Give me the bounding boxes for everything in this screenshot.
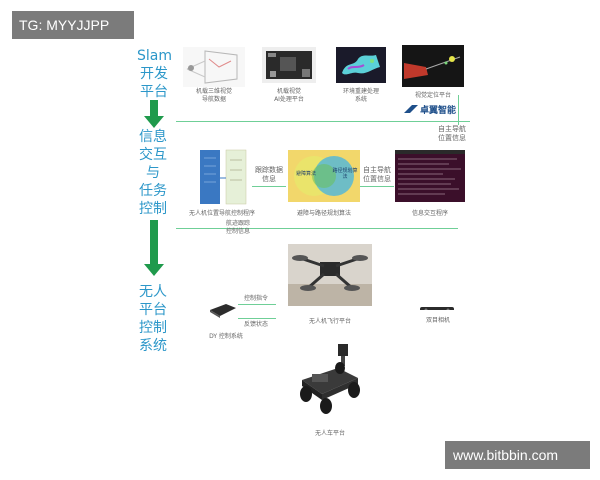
flow-arrow-line [252, 186, 286, 187]
connector-line [440, 121, 470, 122]
flow-line: 信息 [262, 175, 276, 183]
caption-stereo-camera: 双目相机 [414, 317, 462, 325]
caption-line: 无人机飞行平台 [308, 318, 351, 325]
flow-line: 反馈状态 [243, 321, 268, 328]
caption-drone: 无人机飞行平台 [292, 318, 368, 326]
stage-info-line-1: 信息 [139, 129, 167, 145]
flow-arrow-line [236, 318, 276, 319]
thumb-drone [288, 244, 372, 306]
caption-terminal: 信息交互程序 [392, 210, 468, 218]
caption-dy-controller: DY 控制系统 [198, 333, 254, 341]
caption-line: 导航数据 [201, 96, 226, 103]
caption-ground-vehicle: 无人车平台 [292, 430, 368, 438]
flow-line: 位置信息 [363, 175, 391, 183]
thumb-terminal [395, 150, 465, 202]
watermark: www.bitbbin.com [445, 441, 590, 469]
separator-line [176, 121, 458, 122]
stage-info-label: 信息 交互 与 任务 控制 [138, 128, 168, 218]
stage-slam-line-3: 平台 [140, 84, 168, 100]
caption-line: 无人机位置导航控制程序 [188, 210, 255, 217]
caption-ai-board: 机载视觉 AI处理平台 [258, 88, 320, 104]
caption-venn: 避障与路径规划算法 [282, 210, 366, 218]
thumb-ground-vehicle [292, 338, 364, 422]
thumb-visual-positioning [402, 45, 464, 87]
venn-right-label: 路径规划算法 [332, 168, 358, 180]
flow-line: 控制信息 [225, 228, 250, 235]
down-arrow-icon [144, 100, 164, 130]
caption-line: 避障与路径规划算法 [296, 210, 351, 217]
stage-uav-line-2: 平台 [139, 302, 167, 318]
thumb-3d-nav-data [183, 47, 245, 87]
thumb-ai-board [262, 47, 316, 83]
flow-line: 自主导航 [363, 166, 391, 174]
caption-line: 系统 [354, 96, 367, 103]
caption-line: AI处理平台 [274, 96, 304, 103]
caption-env-reconstruction: 环境重建处理 系统 [330, 88, 392, 104]
stage-uav-line-3: 控制 [139, 320, 167, 336]
stage-info-line-3: 与 [146, 165, 160, 181]
flow-line: 航迹跟踪 [225, 220, 250, 227]
tag-label: TG: MYYJJPP [12, 11, 134, 39]
flow-label-right: 自主导航 位置信息 [430, 125, 474, 143]
connector-line [458, 95, 459, 125]
stage-slam-line-1: Slam [137, 48, 172, 64]
stage-uav-label: 无人 平台 控制 系统 [138, 283, 168, 355]
venn-diagram: 避障算法 路径规划算法 [288, 150, 360, 202]
separator-line [176, 228, 458, 229]
logo-mark-icon [404, 105, 418, 113]
stage-info-line-5: 控制 [139, 201, 167, 217]
flow-line: 控制指令 [243, 295, 268, 302]
stage-slam-label: Slam 开发 平台 [137, 47, 172, 101]
stage-info-line-4: 任务 [139, 183, 167, 199]
thumb-env-reconstruction [336, 47, 386, 83]
flow-label-tracking-data: 跟踪数据 信息 [250, 166, 288, 184]
flow-arrow-line [236, 304, 276, 305]
flow-arrow-line [360, 186, 394, 187]
caption-line: 机载三维视觉 [195, 88, 232, 95]
stage-uav-line-4: 系统 [139, 338, 167, 354]
caption-line: 无人车平台 [314, 430, 345, 437]
caption-3d-nav-data: 机载三维视觉 导航数据 [183, 88, 245, 104]
caption-line: 机载视觉 [276, 88, 301, 95]
caption-nav-control-program: 无人机位置导航控制程序 [176, 210, 268, 218]
caption-line: 双目相机 [425, 317, 450, 324]
brand-logo: 卓翼智能 [404, 103, 464, 116]
flow-label-feedback: 反馈状态 [236, 321, 276, 329]
stage-uav-line-1: 无人 [139, 284, 167, 300]
venn-left-label: 避障算法 [295, 171, 316, 177]
thumb-dy-controller [208, 300, 238, 320]
caption-line: 信息交互程序 [411, 210, 448, 217]
stage-slam-line-2: 开发 [140, 66, 168, 82]
logo-text: 卓翼智能 [420, 106, 457, 116]
flow-line: 跟踪数据 [255, 166, 283, 174]
thumb-nav-control-program [196, 148, 248, 206]
thumb-stereo-camera [420, 300, 454, 310]
caption-line: DY 控制系统 [209, 333, 243, 340]
flow-line: 自主导航 [438, 125, 466, 133]
caption-visual-positioning: 视觉定位平台 [402, 92, 464, 100]
flow-label-trajectory-control: 航迹跟踪 控制信息 [214, 220, 262, 236]
stage-info-line-2: 交互 [139, 147, 167, 163]
flow-label-nav-position: 自主导航 位置信息 [358, 166, 396, 184]
caption-line: 视觉定位平台 [414, 92, 451, 99]
down-arrow-icon [144, 220, 164, 280]
flow-line: 位置信息 [438, 134, 466, 142]
caption-line: 环境重建处理 [342, 88, 379, 95]
flow-label-control-cmd: 控制指令 [236, 295, 276, 303]
